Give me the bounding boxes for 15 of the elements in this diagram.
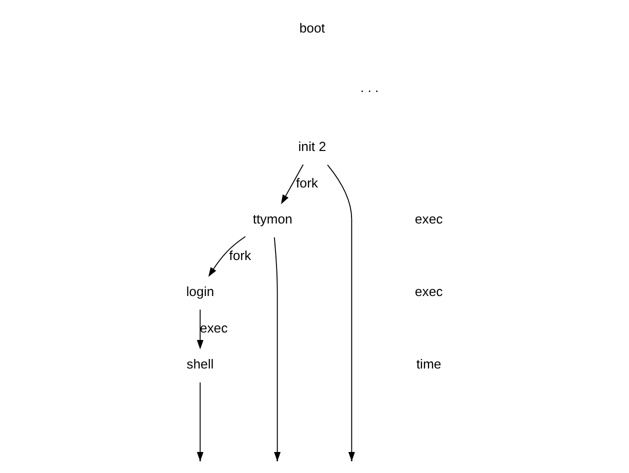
label: exec [414, 284, 443, 300]
edge-label: exec [200, 320, 228, 336]
node-text: boot [299, 20, 325, 36]
node-text: login [186, 284, 214, 300]
edge-label: fork [229, 248, 252, 263]
arrow [281, 164, 304, 204]
label: . . . [360, 80, 379, 95]
node-text: init 2 [298, 139, 326, 154]
arrow [208, 236, 246, 277]
node-text: shell [186, 356, 214, 372]
edge-label: fork [296, 175, 318, 190]
arrow [196, 309, 204, 350]
node-text: ttymon [252, 212, 292, 227]
label: time [416, 356, 442, 372]
label: exec [414, 212, 443, 227]
